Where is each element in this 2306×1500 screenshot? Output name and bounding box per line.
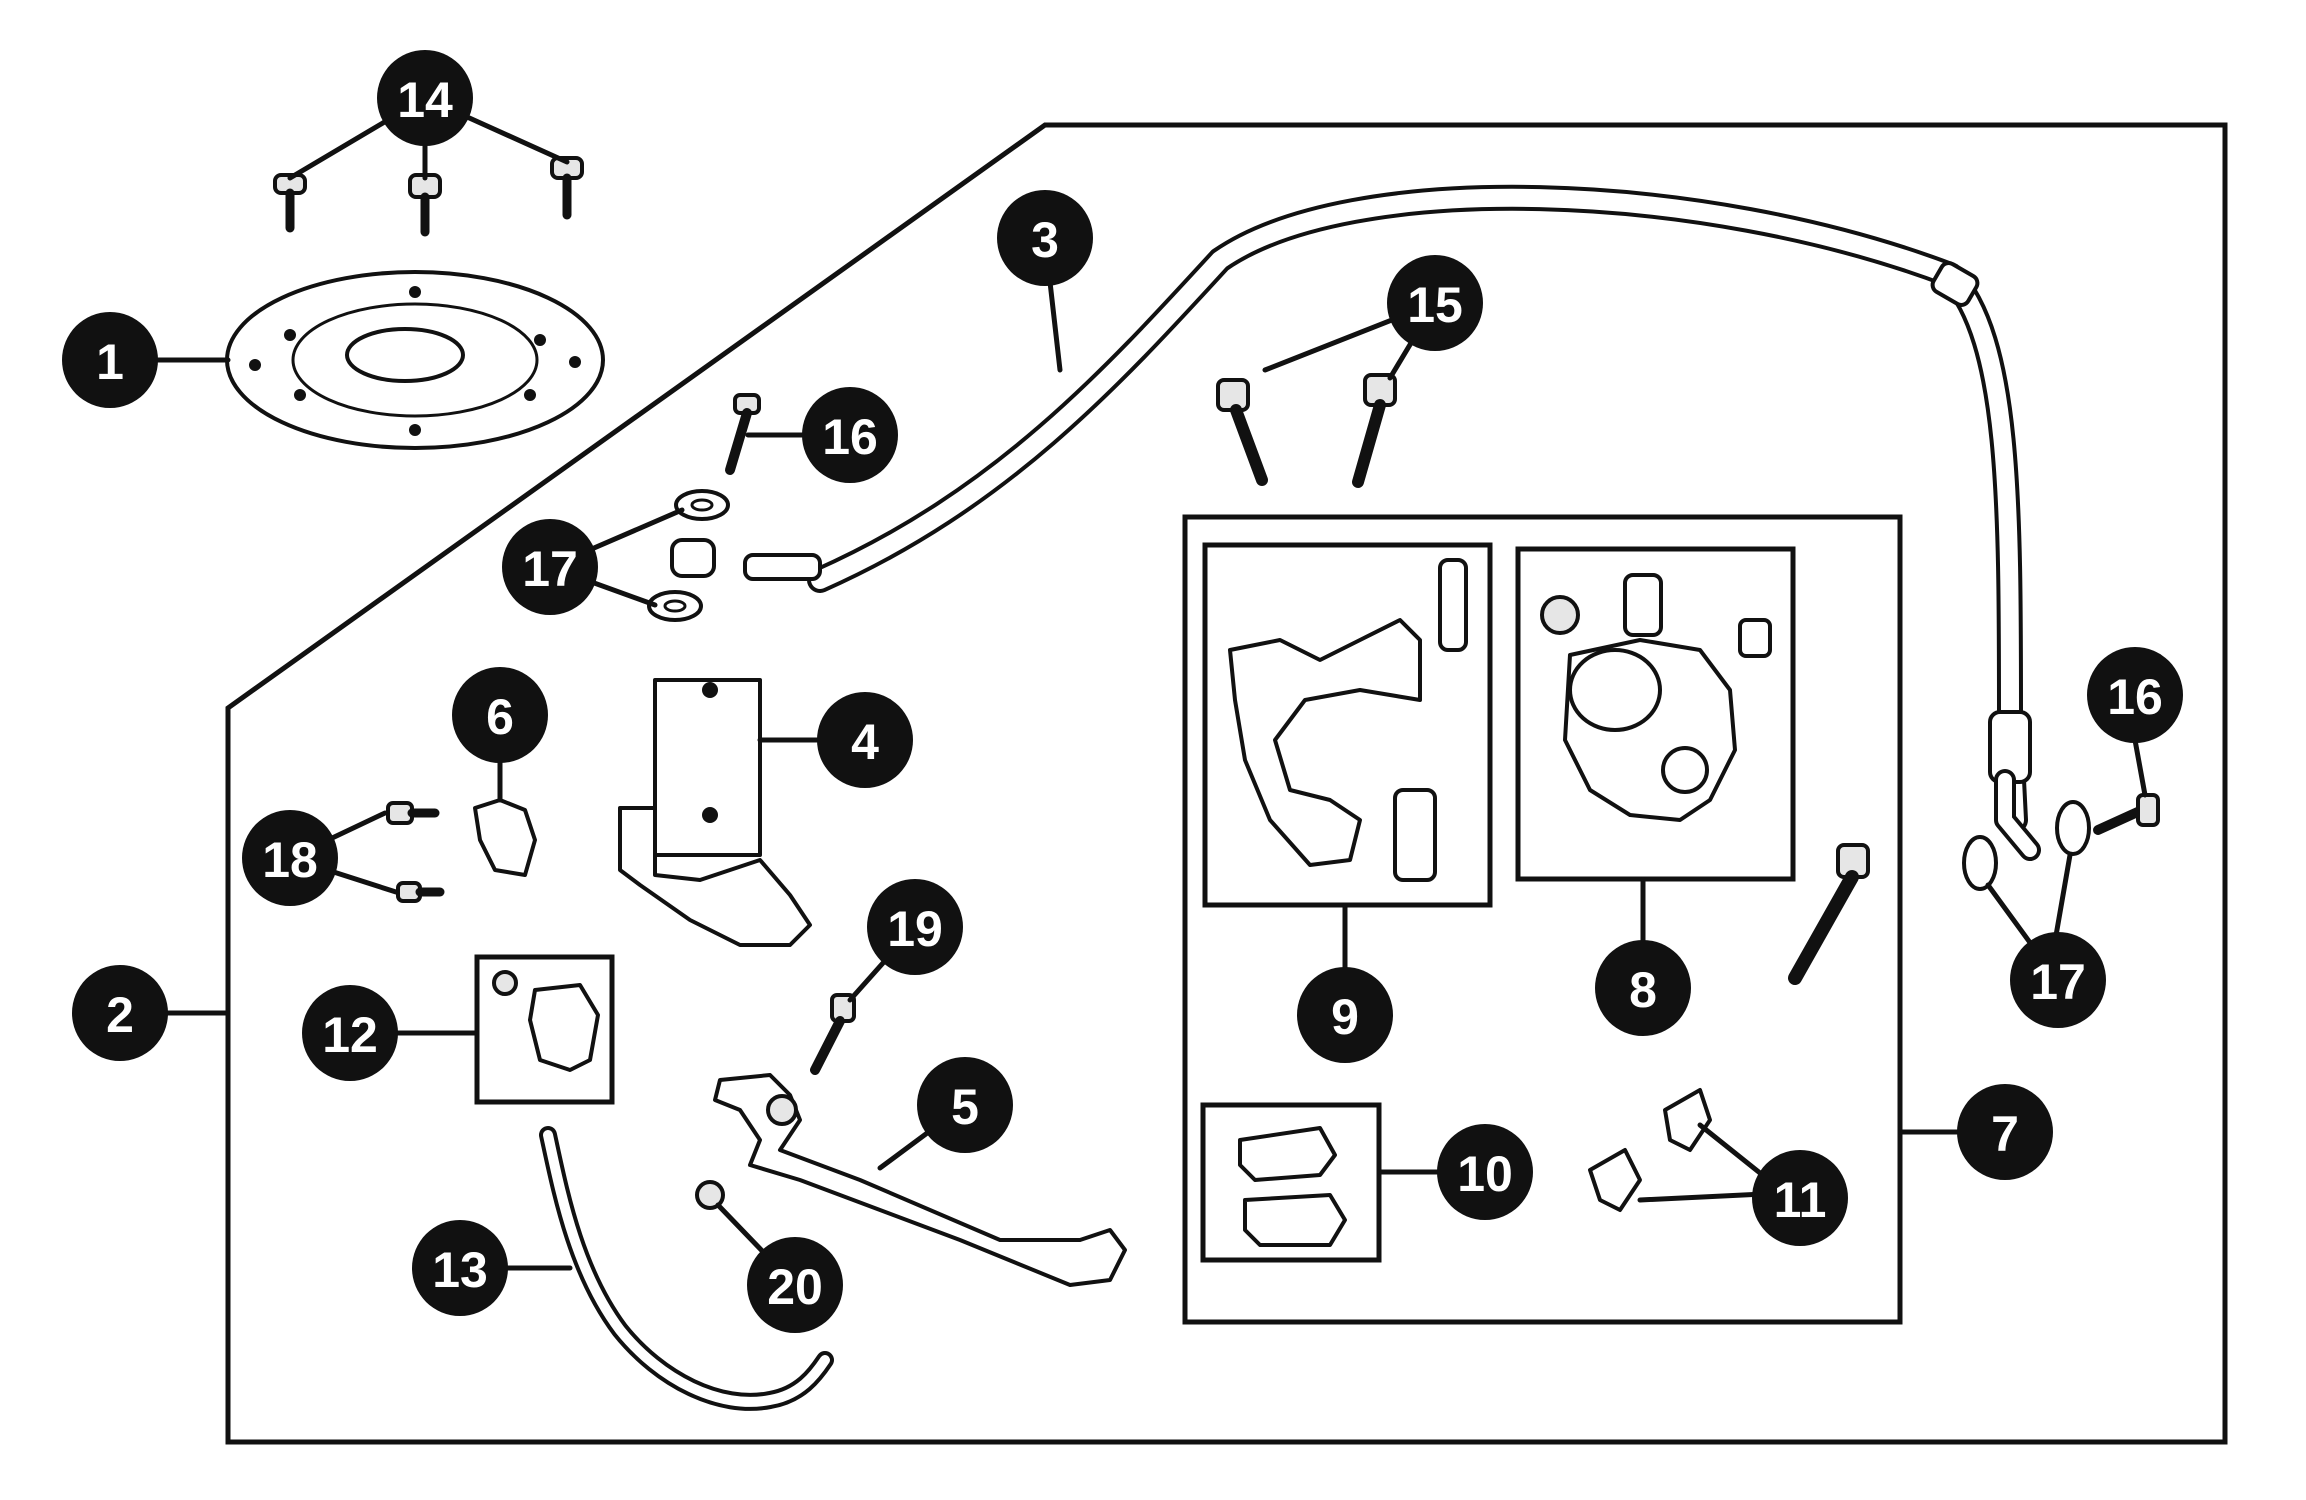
pivot-bolt <box>810 993 856 1075</box>
caliper-bracket <box>1228 558 1468 882</box>
callout-19: 19 <box>867 879 963 975</box>
svg-text:16: 16 <box>2107 669 2163 725</box>
pad-clips <box>1588 1088 1712 1212</box>
callout-4: 4 <box>817 692 913 788</box>
assembly-2-frame <box>225 122 2228 1445</box>
disc-bolts <box>273 156 584 237</box>
brake-disc <box>225 270 605 450</box>
caliper-bolts <box>1216 373 1397 488</box>
svg-text:12: 12 <box>322 1007 378 1063</box>
callout-6: 6 <box>452 667 548 763</box>
callout-18: 18 <box>242 810 338 906</box>
callout-3: 3 <box>997 190 1093 286</box>
svg-text:15: 15 <box>1407 277 1463 333</box>
brake-lever <box>713 1073 1127 1287</box>
callout-16-right: 16 <box>2087 647 2183 743</box>
svg-text:4: 4 <box>851 714 879 770</box>
caliper <box>1540 573 1772 822</box>
banjo-bolt-left <box>725 393 761 475</box>
svg-text:20: 20 <box>767 1259 823 1315</box>
callout-9: 9 <box>1297 967 1393 1063</box>
svg-text:17: 17 <box>522 541 578 597</box>
svg-text:16: 16 <box>822 409 878 465</box>
callout-13: 13 <box>412 1220 508 1316</box>
callout-8: 8 <box>1595 940 1691 1036</box>
pads-frame <box>1200 1102 1382 1263</box>
callout-10: 10 <box>1437 1124 1533 1220</box>
callout-17-left: 17 <box>502 519 598 615</box>
slide-pin <box>1788 843 1870 985</box>
brake-switch <box>492 970 600 1072</box>
svg-text:2: 2 <box>106 987 134 1043</box>
assembly-7-frame <box>1182 514 1903 1325</box>
svg-text:6: 6 <box>486 689 514 745</box>
callout-7: 7 <box>1957 1084 2053 1180</box>
callout-15: 15 <box>1387 255 1483 351</box>
callout-12: 12 <box>302 985 398 1081</box>
svg-text:1: 1 <box>96 334 124 390</box>
svg-text:17: 17 <box>2030 954 2086 1010</box>
callout-14: 14 <box>377 50 473 146</box>
caliper-frame <box>1515 546 1796 882</box>
svg-text:14: 14 <box>397 72 453 128</box>
svg-text:8: 8 <box>1629 962 1657 1018</box>
banjo-bolt-right <box>2093 793 2160 835</box>
svg-text:11: 11 <box>1774 1172 1827 1228</box>
svg-text:18: 18 <box>262 832 318 888</box>
nut <box>695 1180 725 1210</box>
callout-16-left: 16 <box>802 387 898 483</box>
washers-right <box>1962 800 2091 891</box>
svg-text:10: 10 <box>1457 1146 1513 1202</box>
svg-text:7: 7 <box>1991 1106 2019 1162</box>
brake-pads <box>1238 1126 1347 1247</box>
svg-text:13: 13 <box>432 1242 488 1298</box>
svg-text:9: 9 <box>1331 989 1359 1045</box>
callout-20: 20 <box>747 1237 843 1333</box>
switch-cable <box>539 1126 834 1411</box>
master-cylinder <box>618 678 812 947</box>
callout-11: 11 <box>1752 1150 1848 1246</box>
washers-left <box>647 489 730 622</box>
brake-hose <box>743 184 2041 861</box>
callout-5: 5 <box>917 1057 1013 1153</box>
svg-text:5: 5 <box>951 1079 979 1135</box>
callout-17-right: 17 <box>2010 932 2106 1028</box>
callout-2: 2 <box>72 965 168 1061</box>
svg-text:3: 3 <box>1031 212 1059 268</box>
svg-text:19: 19 <box>887 901 943 957</box>
switch-frame <box>474 954 615 1105</box>
screws <box>386 801 445 903</box>
clamp <box>473 798 537 877</box>
callout-1: 1 <box>62 312 158 408</box>
